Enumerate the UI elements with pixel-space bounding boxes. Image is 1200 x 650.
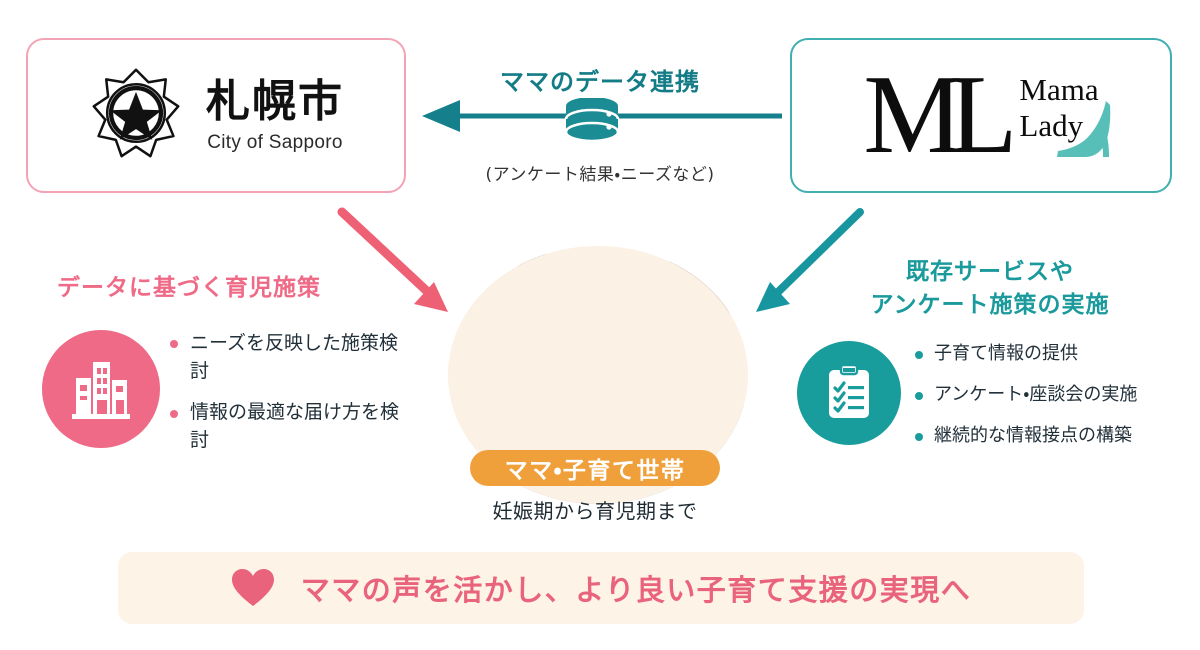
bullet-dot-icon [170, 409, 178, 418]
heart-icon [231, 569, 274, 606]
arrow-down-left-icon [756, 208, 864, 312]
mama-lady-word-line2: Lady [1019, 107, 1084, 143]
list-item-label: ニーズを反映した施策検討 [190, 332, 399, 382]
data-flow-arrow [422, 98, 782, 143]
left-section-heading: データに基づく育児施策 [57, 275, 321, 301]
right-section-heading: 既存サービスや アンケート施策の実施 [840, 256, 1140, 323]
sapporo-name-en: City of Sapporo [207, 131, 343, 153]
database-icon [564, 98, 620, 143]
city-buildings-icon-badge [42, 330, 160, 448]
list-item: ニーズを反映した施策検討 [170, 330, 400, 385]
illustration-caption: 妊娠期から育児期まで [492, 499, 698, 523]
list-item: 継続的な情報接点の構築 [915, 423, 1177, 448]
right-heading-line2: アンケート施策の実施 [870, 292, 1110, 319]
list-item-label: アンケート・座談会の実施 [934, 384, 1138, 406]
right-heading-line1: 既存サービスや [906, 259, 1074, 285]
list-item: 情報の最適な届け方を検討 [170, 399, 400, 454]
left-section-bullets: ニーズを反映した施策検討 情報の最適な届け方を検討 [170, 330, 400, 468]
arrow-down-right-icon [337, 207, 448, 312]
bullet-dot-icon [915, 350, 923, 359]
list-item-label: 継続的な情報接点の構築 [934, 425, 1132, 447]
clipboard-checklist-icon-badge [797, 341, 901, 445]
bullet-dot-icon [915, 392, 923, 401]
footer-message: ママの声を活かし、より良い子育て支援の実現へ [300, 573, 972, 607]
clipboard-checklist-icon [829, 363, 869, 418]
ml-monogram: ML [863, 52, 1017, 177]
list-item-label: 情報の最適な届け方を検討 [190, 401, 400, 451]
mama-lady-box: ML Mama Lady [790, 38, 1172, 193]
list-item: 子育て情報の提供 [915, 341, 1177, 366]
data-flow-label: ママのデータ連携 [500, 68, 700, 96]
right-section-bullets: 子育て情報の提供 アンケート・座談会の実施 継続的な情報接点の構築 [915, 341, 1177, 465]
mama-lady-word-line1: Mama [1019, 71, 1099, 107]
arrow-left-icon [422, 100, 460, 132]
sapporo-city-box: 札幌市 City of Sapporo [26, 38, 406, 193]
list-item-label: 子育て情報の提供 [934, 343, 1078, 364]
bullet-dot-icon [915, 433, 923, 442]
bullet-dot-icon [170, 340, 178, 349]
target-group-badge: ママ・子育て世帯 [470, 450, 720, 486]
data-flow-sublabel: (アンケート結果・ニーズなど) [485, 165, 715, 185]
sapporo-name-jp: 札幌市 [206, 75, 344, 127]
high-heel-shoe-icon [1051, 99, 1117, 166]
footer-banner: ママの声を活かし、より良い子育て支援の実現へ [118, 552, 1084, 624]
city-buildings-icon [72, 362, 130, 419]
sapporo-star-emblem-icon [88, 65, 184, 166]
list-item: アンケート・座談会の実施 [915, 382, 1177, 407]
